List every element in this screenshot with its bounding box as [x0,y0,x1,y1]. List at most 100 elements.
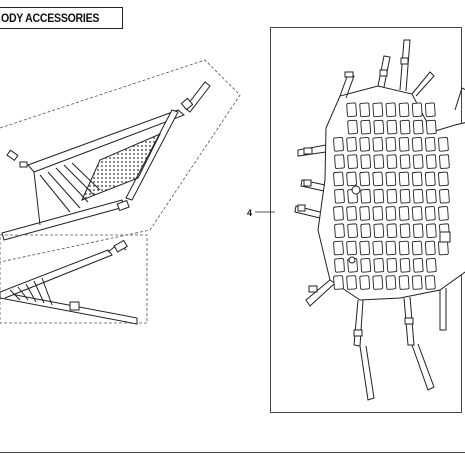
net-cell [346,137,357,152]
net-cell [372,240,384,256]
net-cell [347,119,358,135]
net-cell [385,102,397,118]
net-cell [411,275,423,290]
net-cell [425,258,437,273]
net-cell [333,171,344,187]
window-net-diagram [1,81,211,241]
net-cell [424,102,436,118]
net-cell [359,275,371,290]
title-box: ODY ACCESSORIES [0,7,123,29]
net-cell [359,171,371,187]
lower-net-diagram [0,239,138,325]
net-cell [438,206,449,221]
net-cell [438,240,449,256]
net-cell [346,275,357,290]
net-cell [411,240,423,256]
net-cell [424,206,436,221]
net-cell [438,137,449,152]
net-cell [439,188,450,204]
net-cell [360,223,372,239]
net-cell [333,275,344,290]
net-cell [373,154,385,169]
net-cell [372,206,384,221]
net-cell [360,188,372,204]
net-cell [412,154,424,169]
net-cell [424,137,436,152]
net-cell [373,119,385,135]
net-cell [386,258,398,273]
net-cell [412,119,424,135]
net-cell [398,206,410,221]
net-cell [398,275,410,290]
net-cell [359,102,371,118]
net-cell [398,171,410,187]
net-cell [386,154,398,169]
net-cell [359,206,371,221]
net-cell [399,119,411,135]
net-cell [334,188,345,204]
net-cell [424,240,436,256]
net-cell [385,171,397,187]
net-cell [412,223,424,239]
net-cell [398,102,410,118]
net-cell [411,102,423,118]
net-cell [346,240,357,256]
lower-net-panel-outline [0,234,148,324]
net-cell [399,188,411,204]
net-cell [373,188,385,204]
net-cell [334,223,345,239]
net-cell [399,223,411,239]
net-cell [398,137,410,152]
net-cell [359,240,371,256]
net-cell [425,223,437,239]
net-cell [360,154,372,169]
net-cell [346,206,357,221]
net-cell [424,171,436,187]
net-cell [333,240,344,256]
net-cell [425,119,437,135]
net-cell [439,154,450,169]
net-cell [412,258,424,273]
net-cell [333,137,344,152]
net-cell [346,171,357,187]
callout-label: 4 [247,208,253,218]
window-net-panel-outline [0,59,241,263]
net-cell [372,171,384,187]
net-cell [372,102,384,118]
net-cell [334,258,345,273]
page-divider [0,452,465,453]
cargo-net-diagram [294,39,465,401]
page-title: ODY ACCESSORIES [1,11,100,25]
net-cell [399,258,411,273]
net-cell [359,137,371,152]
net-cell [411,137,423,152]
net-cell [386,188,398,204]
net-cell [347,154,358,169]
net-cell [385,206,397,221]
net-cell [385,137,397,152]
net-cell [386,223,398,239]
net-cell [346,102,357,118]
net-cell [372,275,384,290]
net-cell [372,137,384,152]
net-cell [411,171,423,187]
net-cell [360,258,372,273]
net-cell [333,206,344,221]
net-cell [399,154,411,169]
net-cell [425,154,437,169]
net-cell [424,275,436,290]
net-cell [360,119,372,135]
net-cell [347,223,358,239]
net-cell [334,154,345,169]
net-cell [385,240,397,256]
net-cell [373,223,385,239]
net-cell [438,171,449,187]
net-cell [398,240,410,256]
net-cell [425,188,437,204]
net-cell [385,275,397,290]
net-cell [411,206,423,221]
net-cell [386,119,398,135]
net-cell [373,258,385,273]
net-cell [412,188,424,204]
